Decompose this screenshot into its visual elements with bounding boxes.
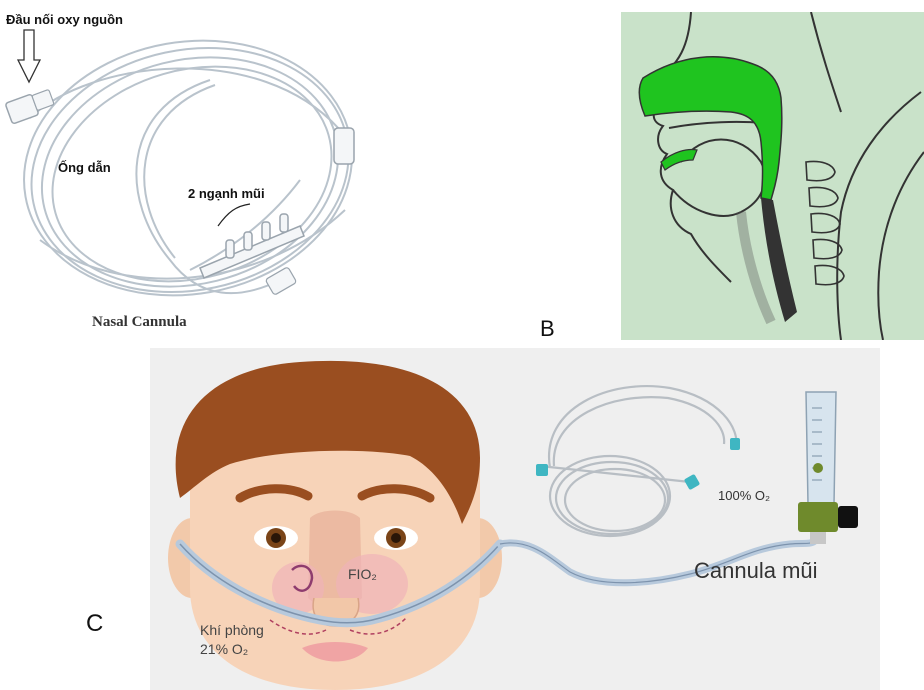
prong-pointer-line — [218, 204, 250, 226]
oral-airway-shape — [661, 150, 697, 171]
fio2-label: FIO₂ — [348, 566, 377, 582]
panel-c-cannula-oxygen-delivery: FIO₂ Khí phòng 21% O₂ 100% O₂ Cannula mũ… — [150, 348, 880, 690]
panel-a-nasal-cannula-photo: Đầu nối oxy nguồn Ống dẫn 2 ngạnh mũi Na… — [0, 0, 370, 340]
right-eye-icon — [374, 526, 418, 550]
oxygen-connector-label: Đầu nối oxy nguồn — [6, 12, 123, 27]
panel-b-letter: B — [540, 316, 555, 342]
panel-c-letter: C — [86, 610, 103, 638]
face-with-cannula-illustration — [150, 348, 880, 690]
nasal-cannula-tubing-illustration — [0, 0, 370, 340]
panel-b-airway-cross-section — [621, 12, 924, 340]
cannula-label: Cannula mũi — [694, 558, 818, 584]
oxygen-connector-icon — [5, 89, 54, 124]
teal-connector-icon — [536, 438, 740, 490]
nasal-cannula-caption: Nasal Cannula — [92, 314, 187, 331]
flowmeter-oxygen-label: 100% O₂ — [718, 488, 770, 503]
flowmeter-icon — [798, 392, 858, 544]
left-eye-icon — [254, 526, 298, 550]
coiled-cannula-image — [540, 386, 736, 536]
tube-connector-icon — [334, 128, 354, 164]
airway-anatomy-illustration — [621, 12, 924, 340]
down-arrow-icon — [18, 30, 40, 82]
room-air-percent-label: 21% O₂ — [200, 641, 248, 657]
nasal-prongs-label: 2 ngạnh mũi — [188, 186, 265, 201]
room-air-label: Khí phòng — [200, 622, 264, 638]
tubing-label: Ống dẫn — [58, 160, 111, 175]
